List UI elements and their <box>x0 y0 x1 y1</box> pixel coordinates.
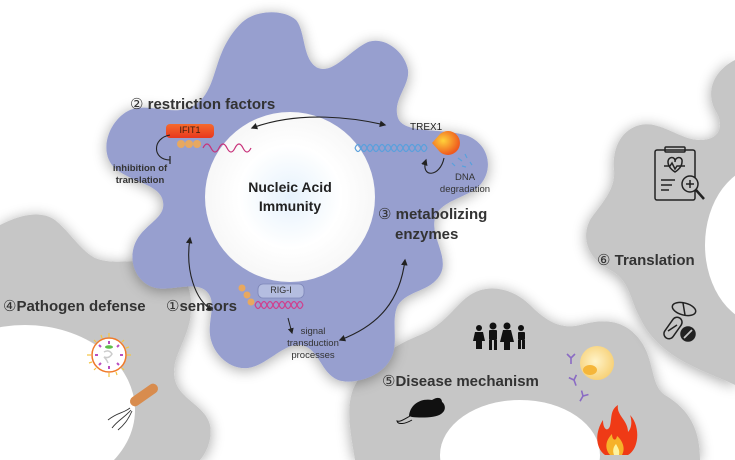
ifit1-protein <box>166 124 214 138</box>
category-number: ⑥ <box>597 252 611 269</box>
cycle-arrows <box>185 116 408 342</box>
phosphate-icon <box>177 140 185 148</box>
mrna-strand <box>202 143 252 153</box>
annotation-line: translation <box>115 175 165 186</box>
pills-icon <box>663 301 697 342</box>
category-label: Disease mechanism <box>395 373 539 390</box>
center-title: Nucleic Acid Immunity <box>228 178 352 216</box>
dna-strand-b <box>354 143 428 153</box>
category-label: metabolizing <box>395 206 488 223</box>
phosphate-icon <box>238 284 246 292</box>
category-label: sensors <box>179 298 237 315</box>
ifit1-label: IFIT1 <box>179 125 201 135</box>
category-restriction-factors: ② restriction factors <box>130 95 275 113</box>
category-label: Translation <box>614 252 695 269</box>
central-hole <box>205 112 375 282</box>
annotation-line: transduction <box>287 338 339 349</box>
degradation-loop-icon <box>421 157 445 174</box>
gear-hole-bottom <box>440 400 600 460</box>
gear-translation <box>586 60 735 385</box>
annotation-line: processes <box>291 350 335 361</box>
trex1-label: TREX1 <box>410 122 443 133</box>
annotation-line: signal <box>300 326 326 337</box>
bacterium-icon <box>107 383 159 431</box>
phosphate-icon <box>185 140 193 148</box>
trex1-enzyme <box>432 131 460 155</box>
annotation-line: inhibition of <box>112 163 168 174</box>
phosphate-icon <box>243 291 251 299</box>
annotation-dna-degradation: DNA degradation <box>430 172 500 196</box>
medical-report-icon <box>654 146 705 201</box>
annotation-inhibition: inhibition of translation <box>100 163 180 187</box>
category-number: ⑤ <box>382 373 396 390</box>
family-icon <box>473 322 525 350</box>
trex1-complex <box>354 131 473 174</box>
rigi-protein <box>257 283 305 299</box>
rigi-complex <box>238 283 305 335</box>
category-label-line2: enzymes <box>395 226 459 243</box>
annotation-line: degradation <box>439 184 491 195</box>
center-title-line1: Nucleic Acid <box>248 179 332 195</box>
center-title-line2: Immunity <box>258 198 322 214</box>
mouse-icon <box>396 397 445 424</box>
category-number: ④ <box>3 298 17 315</box>
category-disease-mechanism: ⑤Disease mechanism <box>382 372 539 390</box>
annotation-signal-transduction: signal transduction processes <box>278 326 348 362</box>
gear-hole-right <box>705 175 735 315</box>
arrow-restriction-to-metabolizing <box>250 116 387 130</box>
phosphate-icon <box>247 298 255 306</box>
category-sensors: ①sensors <box>166 297 237 315</box>
category-number: ② <box>130 96 144 113</box>
arrow-metabolizing-to-sensors <box>338 258 408 342</box>
virus-icon <box>87 333 131 377</box>
antibody-cell-icon <box>566 346 614 402</box>
category-label: restriction factors <box>147 96 276 113</box>
category-metabolizing-enzymes: ③ metabolizing enzymes <box>378 205 487 245</box>
category-translation: ⑥ Translation <box>597 251 695 269</box>
inhibition-loop-icon <box>155 134 171 161</box>
annotation-line: DNA <box>454 172 476 183</box>
category-number: ③ <box>378 206 392 223</box>
fire-icon <box>597 405 638 455</box>
dna-fragments-icon <box>451 153 473 168</box>
phosphate-icon <box>193 140 201 148</box>
category-pathogen-defense: ④Pathogen defense <box>3 297 146 315</box>
category-number: ① <box>166 298 180 315</box>
rigi-label: RIG-I <box>270 285 292 295</box>
ifit1-complex <box>155 124 252 164</box>
arrow-restriction-to-sensors <box>185 236 214 311</box>
category-label: Pathogen defense <box>16 298 146 315</box>
signal-arrow <box>287 317 294 335</box>
rna-strand-b <box>254 300 304 310</box>
